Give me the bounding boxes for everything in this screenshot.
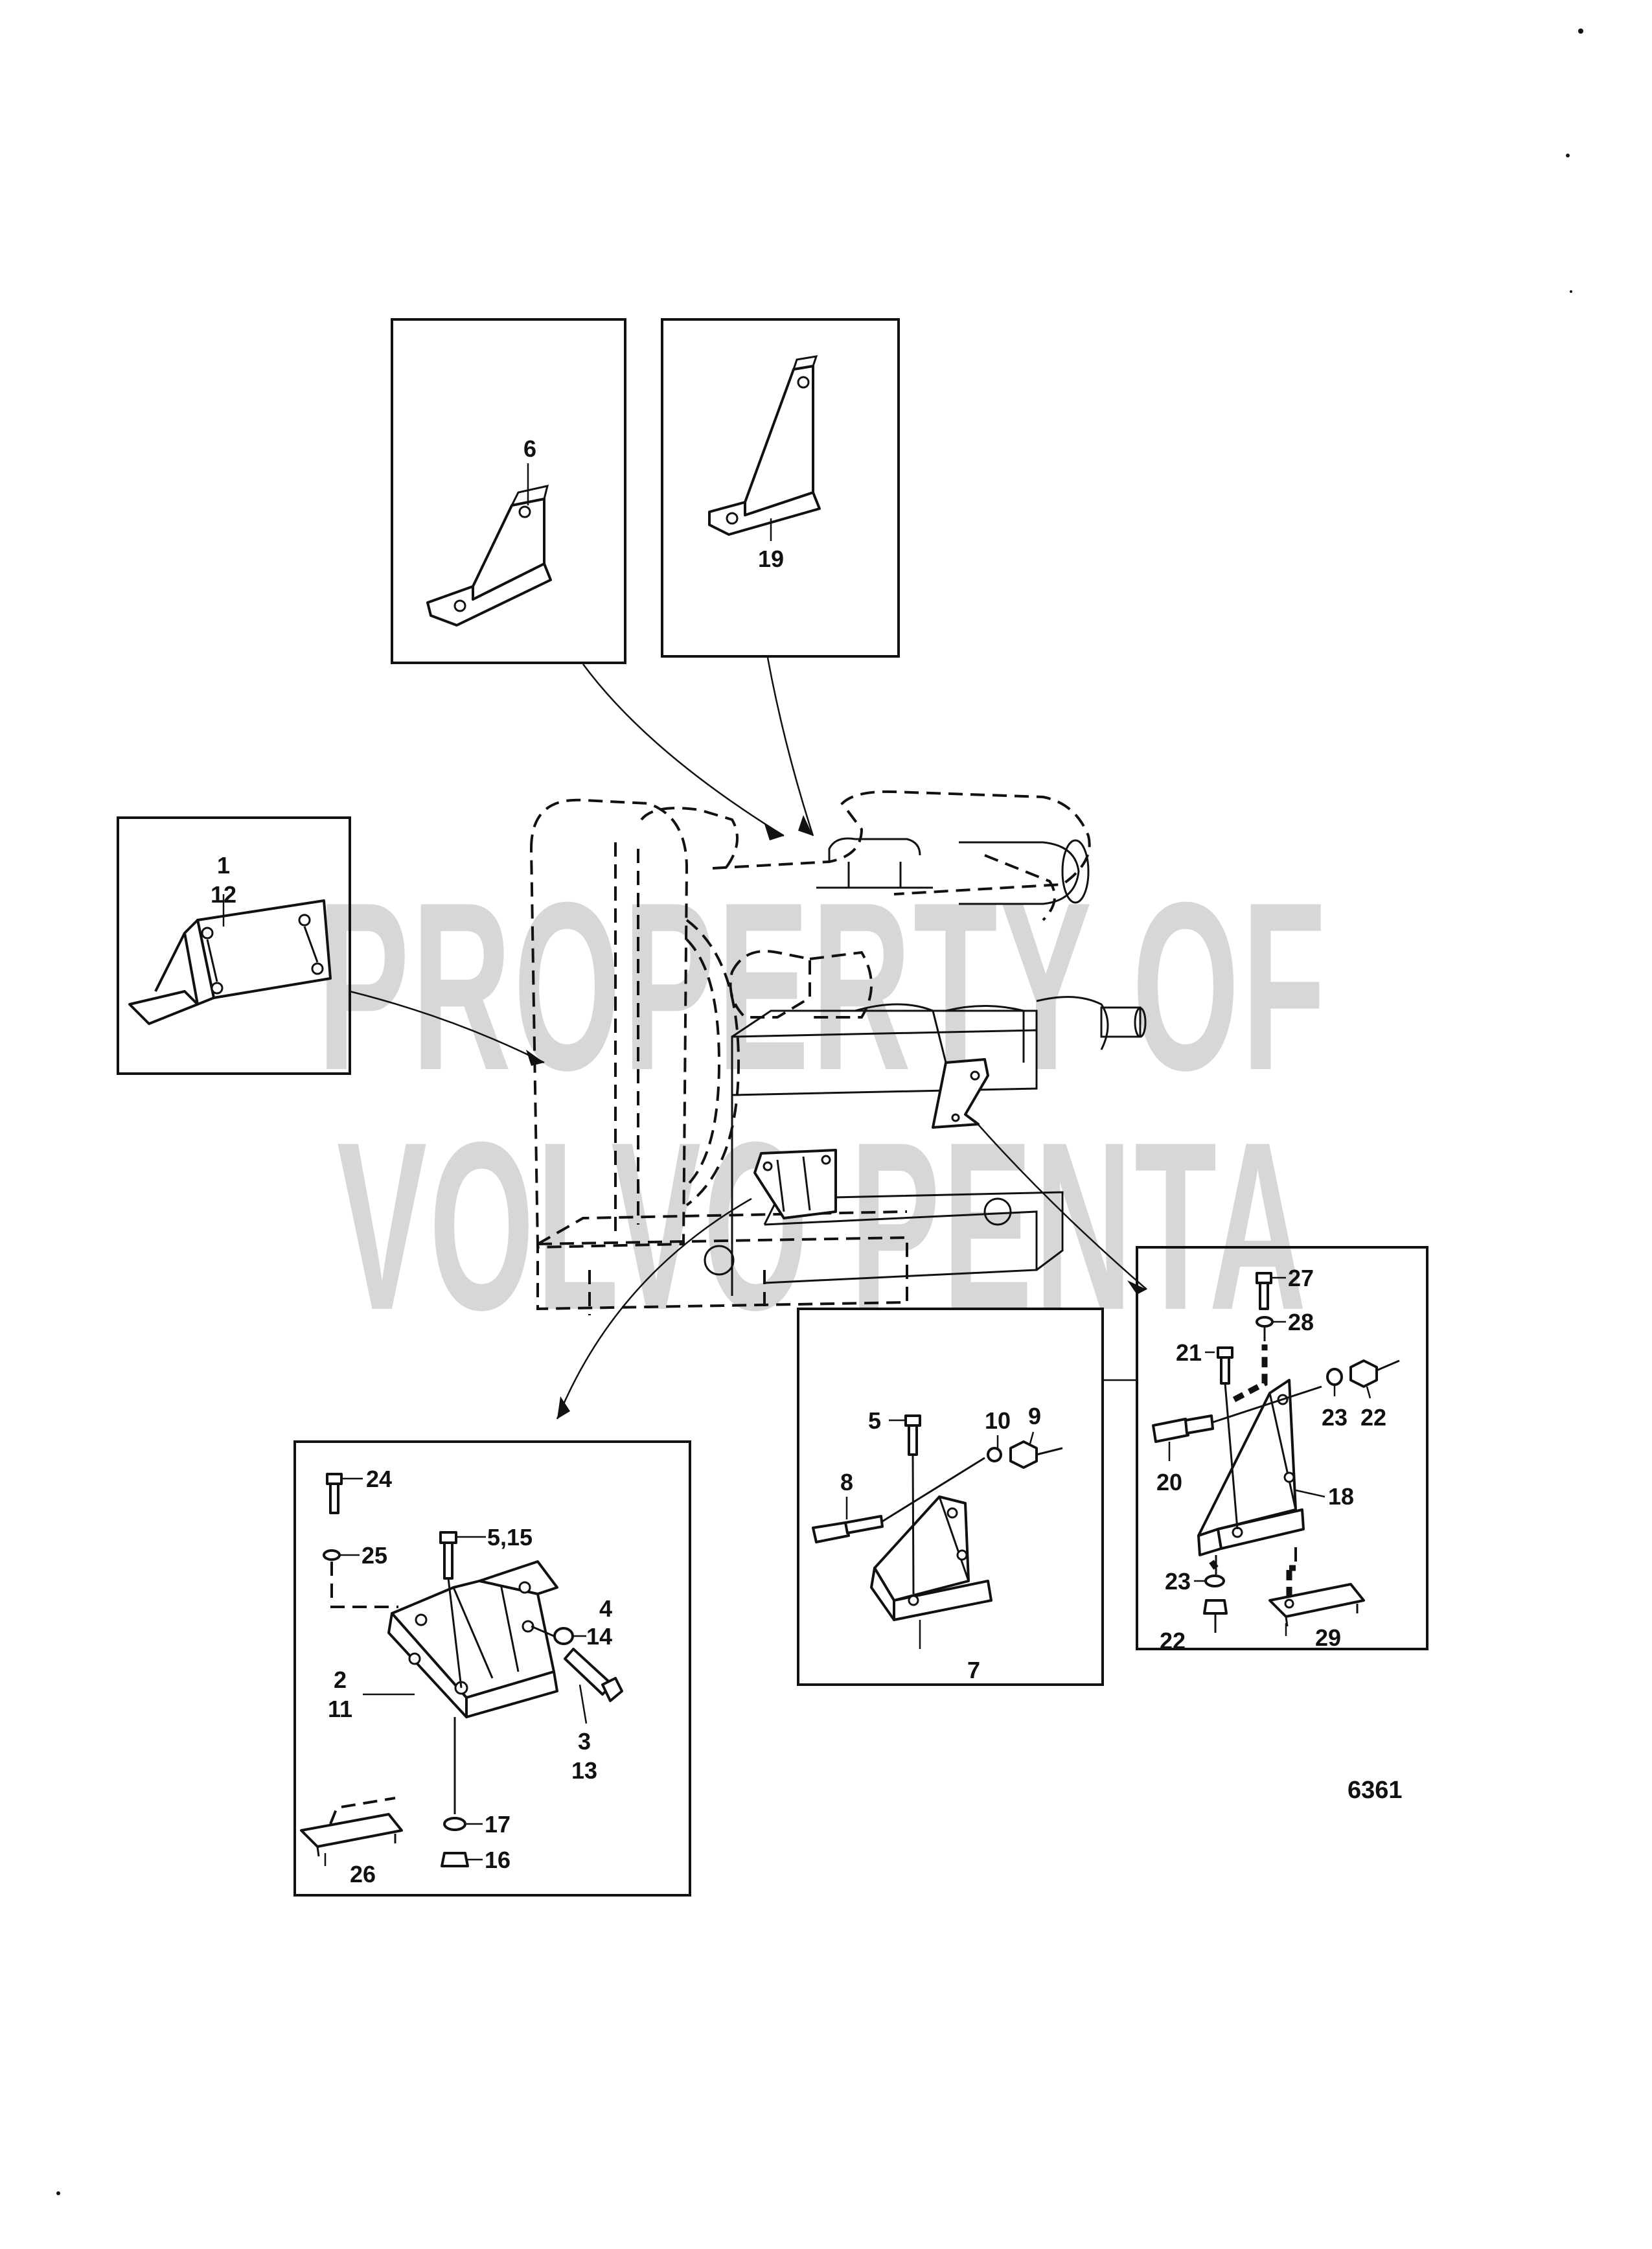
label-19: 19 bbox=[758, 546, 784, 572]
label-28: 28 bbox=[1288, 1309, 1314, 1335]
label-3: 3 bbox=[578, 1728, 591, 1755]
label-16: 16 bbox=[485, 1847, 511, 1873]
label-23-upper: 23 bbox=[1322, 1404, 1348, 1431]
label-7: 7 bbox=[967, 1657, 980, 1683]
arrow-1-12 bbox=[349, 990, 545, 1064]
arrowhead-7-18 bbox=[1127, 1280, 1147, 1295]
label-20: 20 bbox=[1156, 1469, 1182, 1495]
label-22-upper: 22 bbox=[1360, 1404, 1386, 1431]
label-22-lower: 22 bbox=[1160, 1628, 1186, 1654]
arrowhead-6 bbox=[764, 824, 784, 840]
label-29: 29 bbox=[1315, 1624, 1341, 1651]
arrow-6 bbox=[582, 663, 785, 837]
label-23-lower: 23 bbox=[1165, 1568, 1191, 1595]
label-5: 5 bbox=[868, 1407, 881, 1434]
arrowhead-2-11 bbox=[557, 1396, 570, 1419]
arrow-2-11 bbox=[556, 1197, 752, 1420]
label-8: 8 bbox=[840, 1469, 853, 1495]
engine-assembly-phantom bbox=[529, 790, 1147, 1315]
box-bracket-18: 27 28 21 23 22 20 18 23 22 29 bbox=[1136, 1246, 1428, 1654]
box-bracket-2-11: 24 25 5,15 4 14 2 11 3 13 17 16 26 bbox=[293, 1440, 691, 1897]
label-6: 6 bbox=[523, 435, 536, 462]
label-13: 13 bbox=[571, 1757, 597, 1784]
label-4: 4 bbox=[599, 1595, 612, 1622]
label-10: 10 bbox=[985, 1407, 1011, 1434]
label-24: 24 bbox=[366, 1466, 392, 1492]
arrow-19 bbox=[766, 657, 814, 836]
label-17: 17 bbox=[485, 1811, 511, 1838]
watermark-line-2: VOLVO PENTA bbox=[337, 1092, 1309, 1360]
label-9: 9 bbox=[1028, 1403, 1041, 1429]
label-1: 1 bbox=[217, 852, 230, 879]
label-11: 11 bbox=[328, 1696, 352, 1722]
watermark: PROPERTY OF VOLVO PENTA bbox=[317, 853, 1328, 1360]
arrowhead-19 bbox=[798, 815, 813, 836]
watermark-line-1: PROPERTY OF bbox=[317, 853, 1328, 1120]
label-25: 25 bbox=[361, 1542, 387, 1569]
label-18: 18 bbox=[1328, 1483, 1354, 1510]
arrow-7-18 bbox=[974, 1120, 1147, 1290]
box-part-1-12: 1 12 bbox=[117, 816, 351, 1075]
box-part-6: 6 bbox=[391, 318, 626, 664]
box-part-19: 19 bbox=[661, 318, 900, 658]
label-5-15: 5,15 bbox=[487, 1524, 533, 1551]
label-21: 21 bbox=[1176, 1339, 1202, 1366]
arrowhead-1-12 bbox=[526, 1050, 544, 1066]
label-26: 26 bbox=[350, 1861, 376, 1887]
label-12: 12 bbox=[211, 881, 236, 908]
label-2: 2 bbox=[334, 1667, 347, 1693]
box-bracket-7: 5 10 9 8 7 bbox=[797, 1308, 1104, 1686]
figure-number: 6361 bbox=[1348, 1777, 1403, 1804]
label-14: 14 bbox=[586, 1623, 612, 1650]
label-27: 27 bbox=[1288, 1265, 1314, 1291]
